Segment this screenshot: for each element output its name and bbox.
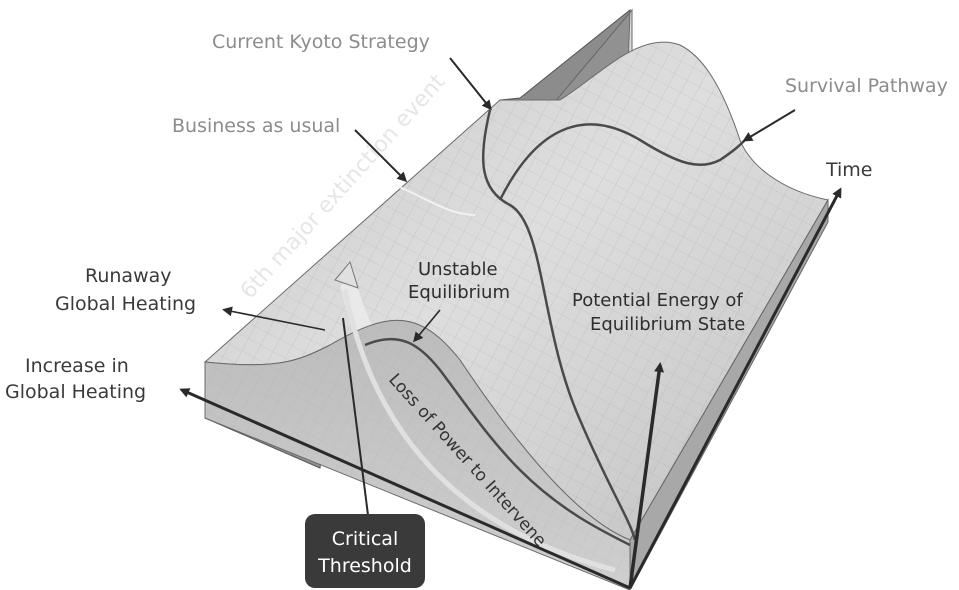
kyoto-pointer [449,57,492,111]
survival-curve [498,123,746,201]
time-axis [628,187,842,589]
unstable-curve [364,337,631,547]
label-unstable-line2: Equilibrium [408,282,510,303]
runaway-pointer [222,306,326,331]
label-runaway-line2: Global Heating [55,293,196,315]
label-survival-pathway: Survival Pathway [785,75,948,97]
potential-axis [628,362,665,589]
business-curve [394,184,476,216]
label-potential-line1: Potential Energy of [572,290,743,311]
label-critical-line2: Threshold [317,555,412,577]
label-potential-line2: Equilibrium State [590,314,745,335]
label-unstable-line1: Unstable [418,259,498,280]
unstable-pointer [413,309,441,343]
critical-threshold-line [342,317,369,516]
surface-grid [205,42,828,540]
kyoto-curve [481,109,637,541]
label-runaway-line1: Runaway [85,265,172,287]
label-current-kyoto: Current Kyoto Strategy [212,31,430,53]
survival-pointer [742,109,796,142]
label-critical-line1: Critical [332,528,398,550]
label-business-as-usual: Business as usual [172,115,340,137]
label-increase-line1: Increase in [25,355,129,377]
loss-of-power-arrow [342,289,616,573]
label-time: Time [825,159,873,181]
label-increase-line2: Global Heating [5,381,146,403]
business-pointer [354,129,408,183]
heating-axis [179,388,631,590]
loss-of-power-arrow-head [334,260,359,289]
critical-threshold-box: Critical Threshold [305,514,425,588]
